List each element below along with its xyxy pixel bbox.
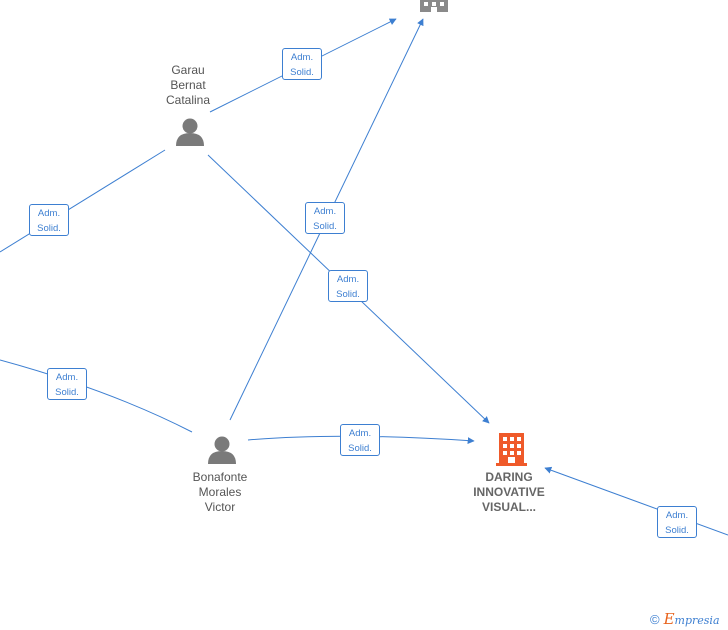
- garau-label: Garau Bernat Catalina: [165, 63, 211, 107]
- copyright-symbol: ©: [650, 612, 660, 627]
- building-icon: [420, 0, 448, 12]
- edge-label-bonafonte-daring[interactable]: Adm. Solid.: [340, 424, 380, 456]
- bonafonte-label: Bonafonte Morales Victor: [192, 470, 248, 514]
- building-icon: [496, 433, 527, 466]
- top-company-node[interactable]: [420, 0, 448, 12]
- edge-right-to-daring: [544, 466, 728, 536]
- person-icon: [176, 118, 204, 146]
- brand-name: mpresia: [674, 614, 720, 627]
- brand-initial: E: [663, 610, 675, 628]
- edge-label-bonafonte-top-company[interactable]: Adm. Solid.: [305, 202, 345, 234]
- edge-label-garau-top-company[interactable]: Adm. Solid.: [282, 48, 322, 80]
- edge-label-left-garau[interactable]: Adm. Solid.: [29, 204, 69, 236]
- daring-node[interactable]: [496, 433, 527, 466]
- garau-node[interactable]: [176, 118, 204, 147]
- daring-label[interactable]: DARING INNOVATIVE VISUAL...: [473, 470, 545, 514]
- edge-label-garau-daring[interactable]: Adm. Solid.: [328, 270, 368, 302]
- bonafonte-node[interactable]: [208, 436, 236, 465]
- edge-label-left-bonafonte[interactable]: Adm. Solid.: [47, 368, 87, 400]
- empresia-watermark: ©Empresia: [650, 610, 720, 628]
- edge-left-to-garau: [0, 149, 166, 253]
- edge-left-to-bonafonte: [0, 359, 193, 433]
- edge-label-right-daring[interactable]: Adm. Solid.: [657, 506, 697, 538]
- person-icon: [208, 436, 236, 464]
